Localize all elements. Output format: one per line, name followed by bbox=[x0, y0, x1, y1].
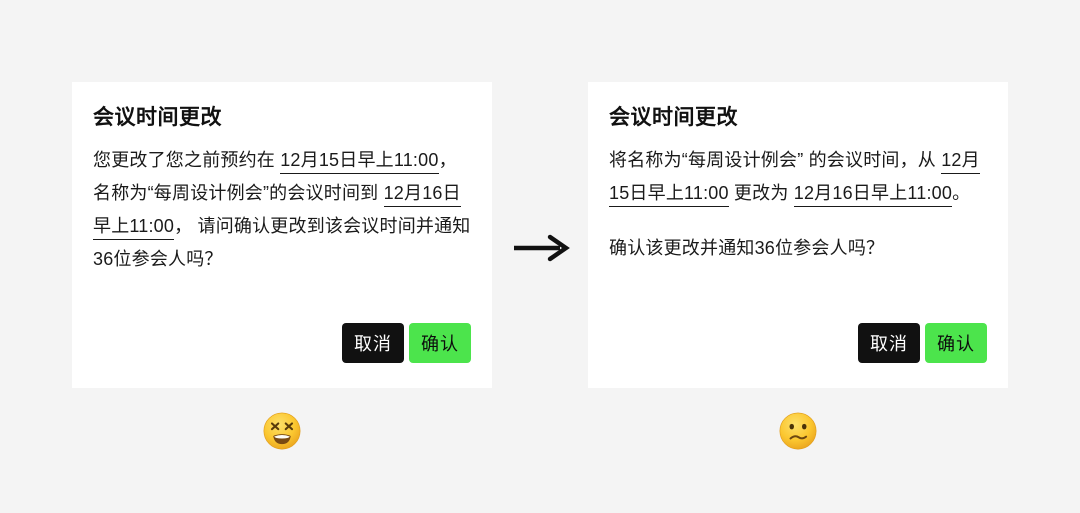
dialog-actions-after: 取消 确认 bbox=[858, 323, 987, 363]
message-text-segment: 将名称为“每周设计例会” 的会议时间，从 bbox=[609, 150, 942, 171]
message-text-segment: 更改为 bbox=[728, 183, 794, 204]
card-content-before: 会议时间更改 您更改了您之前预约在 12月15日早上11:00，名称为“每周设计… bbox=[93, 105, 471, 276]
meeting-time-value: 12月15日早上11:00 bbox=[609, 150, 980, 208]
dialog-message-before: 您更改了您之前预约在 12月15日早上11:00，名称为“每周设计例会”的会议时… bbox=[93, 144, 471, 276]
dialog-card-after: 会议时间更改 将名称为“每周设计例会” 的会议时间，从 12月15日早上11:0… bbox=[588, 82, 1008, 388]
meeting-time-value: 12月16日早上11:00 bbox=[93, 183, 461, 241]
right-arrow-icon bbox=[512, 232, 574, 264]
dialog-card-before: 会议时间更改 您更改了您之前预约在 12月15日早上11:00，名称为“每周设计… bbox=[72, 82, 492, 388]
confirm-button[interactable]: 确认 bbox=[925, 323, 987, 363]
page-title: 会议时间更改 bbox=[93, 106, 222, 129]
message-text-segment: ，名称为“每周设计例会”的会议时间到 bbox=[93, 150, 457, 204]
meeting-time-value: 12月16日早上11:00 bbox=[793, 183, 953, 208]
dialog-message-after: 将名称为“每周设计例会” 的会议时间，从 12月15日早上11:00 更改为 1… bbox=[609, 144, 987, 210]
message-text-segment: ， 请问确认更改到该会议时间并通知36位参会人吗？ bbox=[93, 216, 471, 270]
page-title: 会议时间更改 bbox=[609, 106, 738, 129]
message-text-segment: 。 bbox=[952, 183, 971, 204]
dialog-actions-before: 取消 确认 bbox=[342, 323, 471, 363]
meeting-time-value: 12月15日早上11:00 bbox=[280, 150, 439, 175]
cancel-button[interactable]: 取消 bbox=[342, 323, 404, 363]
confused-face-emoji bbox=[778, 411, 818, 451]
card-content-after: 会议时间更改 将名称为“每周设计例会” 的会议时间，从 12月15日早上11:0… bbox=[609, 105, 987, 265]
tired-face-emoji bbox=[262, 411, 302, 451]
message-text-segment: 您更改了您之前预约在 bbox=[93, 150, 281, 171]
confirm-button[interactable]: 确认 bbox=[409, 323, 471, 363]
dialog-confirm-question: 确认该更改并通知36位参会人吗？ bbox=[609, 238, 885, 259]
cancel-button[interactable]: 取消 bbox=[858, 323, 920, 363]
